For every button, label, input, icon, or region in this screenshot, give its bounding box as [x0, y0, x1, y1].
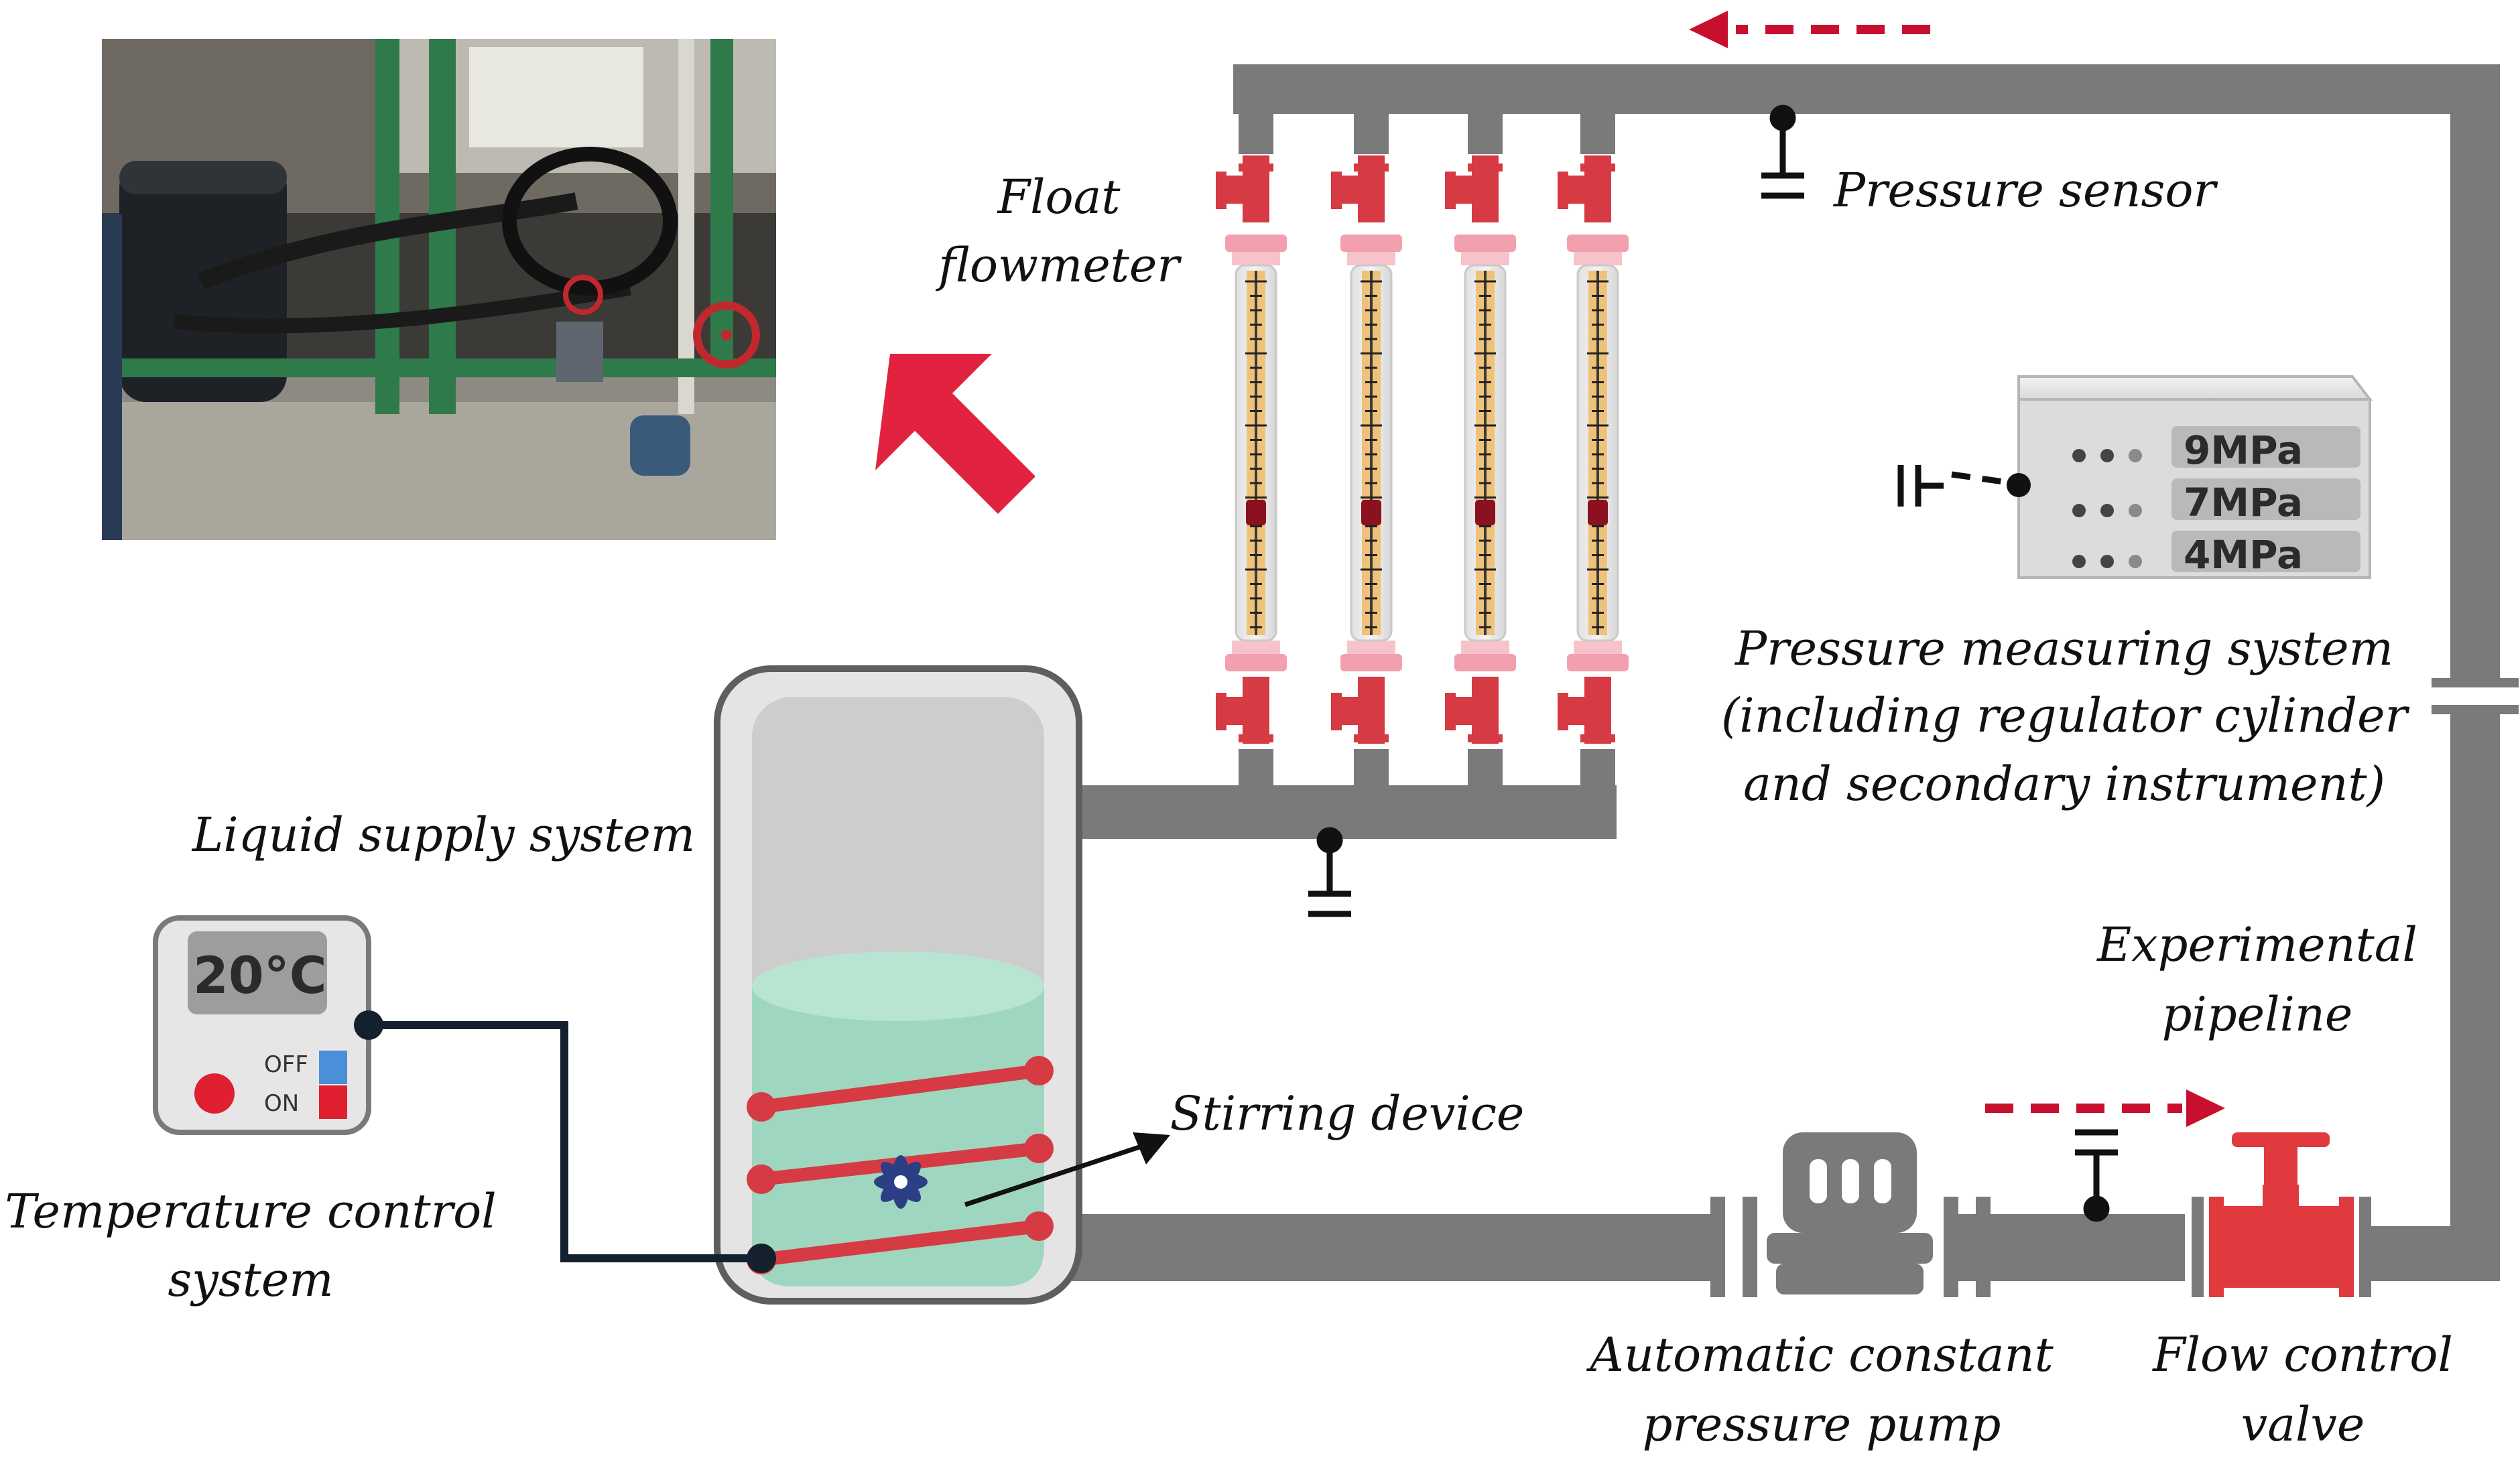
label-pressure-system-1: Pressure measuring system: [1734, 621, 2393, 676]
flow-control-valve: [2192, 1132, 2371, 1297]
temperature-controller: 20°C OFF ON: [153, 915, 371, 1135]
stirrer-impeller: [874, 1155, 928, 1209]
equipment-photo: [102, 39, 776, 540]
label-liquid-supply: Liquid supply system: [191, 807, 695, 862]
label-pressure-sensor: Pressure sensor: [1832, 163, 2218, 218]
stirring-pointer: [964, 1143, 1145, 1207]
label-experimental-pipeline-1: Experimental: [2096, 917, 2417, 972]
label-temperature-control-1: Temperature control: [5, 1184, 496, 1239]
label-pump-1: Automatic constant: [1586, 1327, 2054, 1382]
temperature-cable: [369, 1021, 761, 1262]
label-float-flowmeter-2: flowmeter: [935, 238, 1182, 293]
label-pressure-system-2: (including regulator cylinder: [1721, 688, 2410, 743]
label-experimental-pipeline-2: pipeline: [2162, 987, 2353, 1042]
pump-flanges: [1710, 1197, 1991, 1297]
pressure-reading-1: 9MPa: [2184, 427, 2303, 473]
photo-pointer-arrow: [875, 354, 1035, 514]
flowmeter-3: [1445, 155, 1516, 744]
switch-on-label: ON: [264, 1090, 299, 1117]
float-flowmeters: [1216, 155, 1629, 744]
pressure-reading-2: 7MPa: [2184, 480, 2303, 525]
flow-arrow-bottom: [1985, 1089, 2225, 1127]
flowmeter-1: [1216, 155, 1287, 744]
switch-off-label: OFF: [264, 1051, 308, 1078]
power-indicator: [194, 1073, 235, 1114]
flow-arrow-top: [1689, 11, 1930, 48]
label-pressure-system-3: and secondary instrument): [1743, 756, 2385, 811]
flowmeter-2: [1331, 155, 1402, 744]
liquid-supply-tank: [714, 665, 1082, 1305]
label-float-flowmeter-1: Float: [997, 170, 1121, 224]
pressure-sensor-manifold: [1308, 827, 1351, 917]
temperature-display: 20°C: [193, 945, 327, 1005]
pressure-sensor-top: [1761, 105, 1804, 199]
pipe-network: [1032, 64, 2519, 1281]
signal-connector: [1897, 465, 2031, 507]
constant-pressure-pump: [1767, 1132, 1933, 1294]
pressure-sensor-bottom: [2075, 1129, 2118, 1222]
pressure-measuring-box: 9MPa 7MPa 4MPa: [2017, 375, 2373, 579]
label-stirring-device: Stirring device: [1170, 1086, 1525, 1141]
pressure-reading-3: 4MPa: [2184, 532, 2303, 578]
label-valve-2: valve: [2241, 1397, 2365, 1452]
label-valve-1: Flow control: [2151, 1327, 2453, 1382]
flowmeter-4: [1558, 155, 1629, 744]
label-temperature-control-2: system: [168, 1252, 333, 1307]
label-pump-2: pressure pump: [1643, 1397, 2001, 1452]
